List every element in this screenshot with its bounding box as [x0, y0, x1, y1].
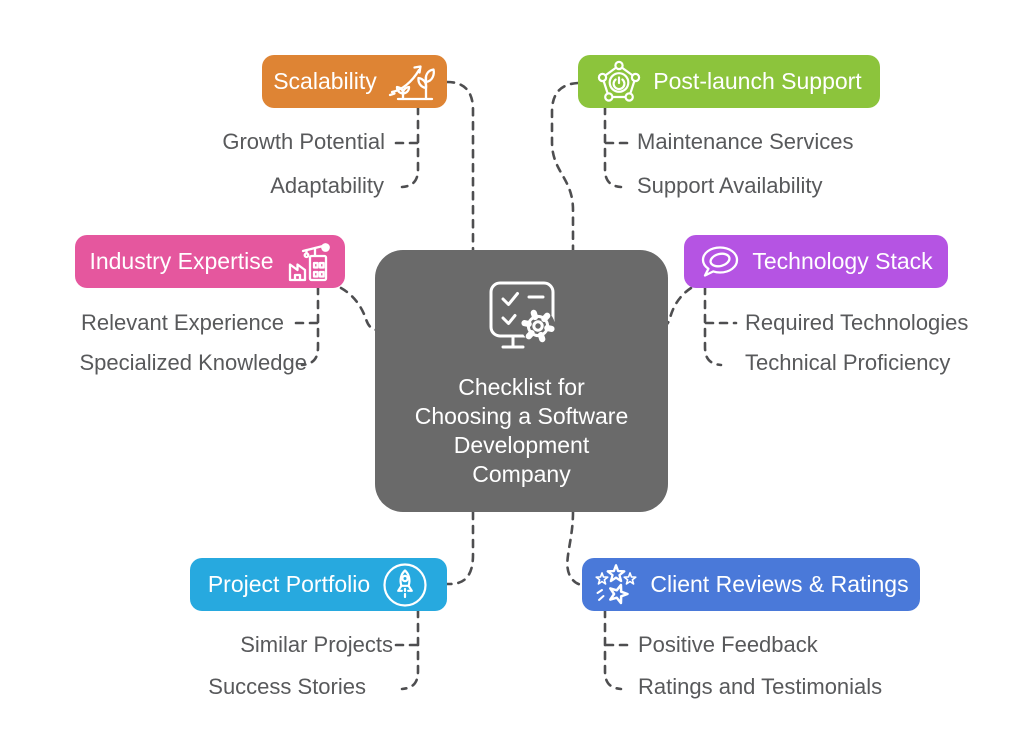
branchline-reviews — [603, 608, 623, 691]
branch-client-reviews-ratings: Client Reviews & Ratings — [582, 558, 920, 611]
sub-label-relevant-experience: Relevant Experience — [80, 310, 284, 335]
central-title-line: Checklist for — [458, 374, 585, 400]
branch-post-launch-support: Post-launch Support — [578, 55, 880, 108]
sub-label-success-stories: Success Stories — [208, 674, 366, 699]
speech-bubble-icon — [699, 243, 741, 281]
connector-center-reviews — [566, 510, 586, 587]
branchline-postlaunch — [603, 105, 623, 189]
sub-label-positive-feedback: Positive Feedback — [638, 632, 818, 657]
sub-label-technical-proficiency: Technical Proficiency — [745, 350, 951, 375]
central-title-line: Choosing a Software — [414, 403, 629, 429]
stars-icon — [593, 563, 639, 607]
branch-label: Post-launch Support — [653, 68, 862, 94]
branchline-industry — [300, 285, 320, 367]
central-title-line: Development — [453, 432, 590, 458]
branch-scalability: Scalability — [262, 55, 447, 108]
connector-postlaunch-center — [550, 81, 580, 252]
sub-label-adaptability: Adaptability — [270, 173, 384, 198]
growth-plant-icon — [388, 61, 436, 103]
central-title-line: Company — [472, 461, 571, 487]
branch-label: Industry Expertise — [89, 248, 274, 274]
network-pentagon-icon — [596, 59, 642, 105]
sub-label-similar-projects: Similar Projects — [240, 632, 393, 657]
connector-center-portfolio — [444, 510, 475, 586]
branchline-portfolio — [400, 608, 420, 691]
sub-label-growth-potential: Growth Potential — [222, 129, 385, 154]
sub-label-ratings-testimonials: Ratings and Testimonials — [638, 674, 883, 699]
central-title: Checklist for Choosing a Software Develo… — [415, 373, 629, 489]
branch-label: Scalability — [273, 68, 377, 94]
connector-scalability-center — [445, 80, 475, 252]
rocket-icon — [381, 561, 429, 609]
sub-label-specialized-knowledge: Specialized Knowledge — [79, 350, 308, 375]
sub-label-support-availability: Support Availability — [637, 173, 823, 198]
branch-technology-stack: Technology Stack — [684, 235, 948, 288]
checklist-gear-icon — [476, 278, 568, 363]
branch-label: Project Portfolio — [207, 571, 371, 597]
branchline-scalability — [400, 105, 420, 189]
sub-label-required-technologies: Required Technologies — [745, 310, 969, 335]
branch-label: Client Reviews & Ratings — [650, 571, 909, 597]
sub-label-maintenance-services: Maintenance Services — [637, 129, 854, 154]
branch-label: Technology Stack — [752, 248, 933, 274]
branch-industry-expertise: Industry Expertise — [75, 235, 345, 288]
factory-icon — [285, 241, 331, 283]
central-node: Checklist for Choosing a Software Develo… — [375, 250, 668, 512]
connector-industry-center — [339, 286, 380, 332]
branchline-tech — [703, 285, 723, 367]
branch-project-portfolio: Project Portfolio — [190, 558, 447, 611]
